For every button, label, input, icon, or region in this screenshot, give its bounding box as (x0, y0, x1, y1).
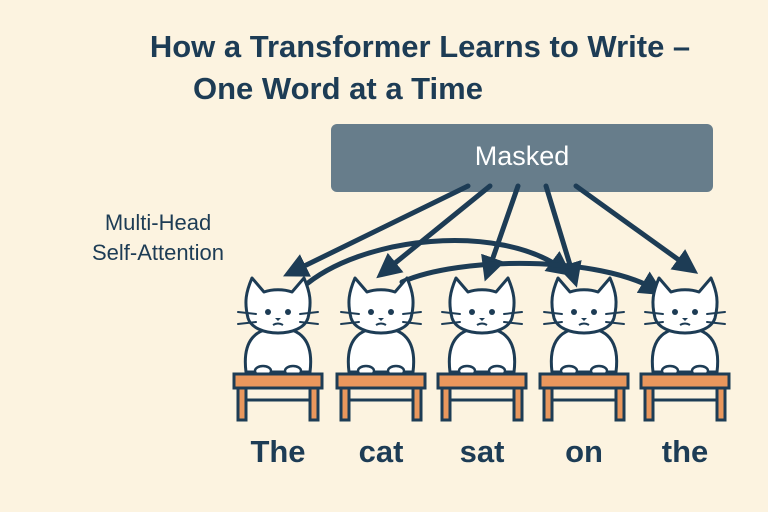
arrow-masked-to-the-2 (576, 186, 690, 268)
token-2: cat (331, 432, 431, 472)
arc-cat-to-the (402, 263, 656, 290)
token-4: on (534, 432, 634, 472)
desk-4 (540, 374, 628, 420)
cat-row (234, 278, 729, 420)
desk-2 (337, 374, 425, 420)
desk-3 (438, 374, 526, 420)
token-3: sat (432, 432, 532, 472)
attention-arrows (292, 186, 690, 290)
cat-student-4 (544, 278, 624, 376)
desk-1 (234, 374, 322, 420)
cat-student-2 (341, 278, 421, 376)
arrow-masked-to-sat (488, 186, 518, 272)
cat-student-3 (442, 278, 522, 376)
arrow-masked-to-the (292, 186, 468, 272)
desk-5 (641, 374, 729, 420)
cat-student-1 (238, 278, 318, 376)
token-5: the (635, 432, 735, 472)
cat-student-5 (645, 278, 725, 376)
token-1: The (228, 432, 328, 472)
